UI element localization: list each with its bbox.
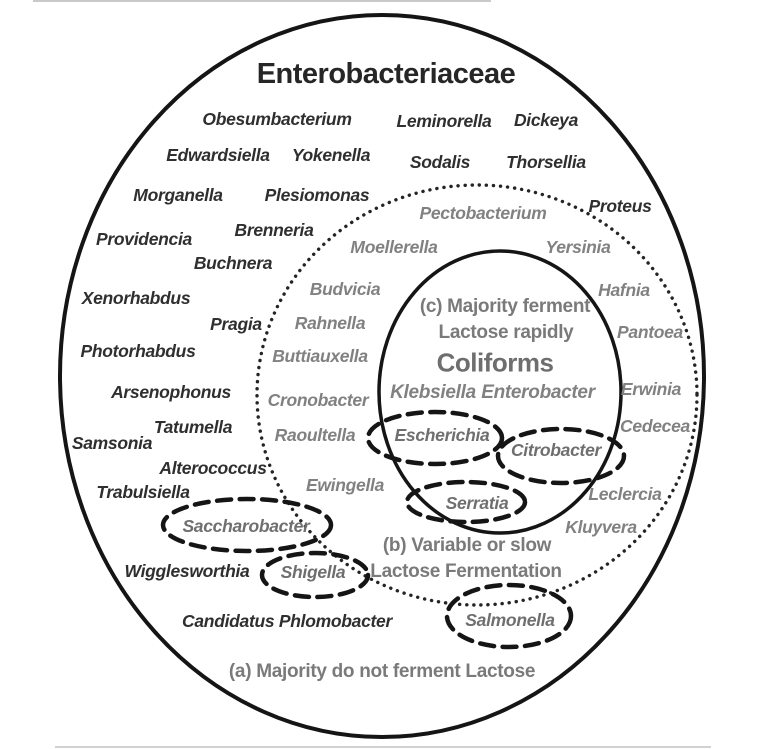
outer-family-ellipse [58,13,706,739]
zone-c-label-line2: Lactose rapidly [438,322,574,344]
scan-artifact-top [33,0,491,2]
genus-label-salmonella: Salmonella [465,609,555,630]
genus-label-cedecea: Cedecea [620,415,690,436]
genus-label-buttiauxella: Buttiauxella [272,345,368,366]
genus-label-pectobacterium: Pectobacterium [419,202,547,223]
genus-label-edwardsiella: Edwardsiella [166,144,270,165]
genus-label-rahnella: Rahnella [294,312,366,333]
coliforms-ellipse [377,249,623,535]
genus-label-wigglesworthia: Wigglesworthia [124,560,250,581]
genus-label-arsenophonus: Arsenophonus [111,381,231,402]
genus-label-citrobacter: Citrobacter [510,439,602,460]
genus-label-trabulsiella: Trabulsiella [96,481,190,502]
genus-label-hafnia: Hafnia [598,279,650,300]
genus-label-leclercia: Leclercia [588,483,662,504]
genus-label-sodalis: Sodalis [409,151,471,172]
genus-label-cronobacter: Cronobacter [267,389,369,410]
zone-b-label-line2: Lactose Fermentation [370,561,562,583]
genus-label-ewingella: Ewingella [305,474,385,495]
genus-label-serratia: Serratia [445,492,509,513]
genus-label-samsonia: Samsonia [71,432,153,453]
genus-label-brenneria: Brenneria [234,219,314,240]
genus-label-leminorella: Leminorella [396,110,492,131]
coliforms-heading: Coliforms [436,347,554,378]
genus-label-candidatus-phlomobacter: Candidatus Phlomobacter [182,610,392,631]
dashed-ellipse-shigella [259,550,371,600]
zone-b-label-line1: (b) Variable or slow [382,535,552,557]
zone-c-label-line1: (c) Majority ferment [419,296,591,318]
genus-label-enterobacter: Enterobacter [481,382,595,404]
genus-label-pantoea: Pantoea [617,321,683,342]
genus-label-saccharobacter: Saccharobacter [182,515,310,536]
genus-label-alterococcus: Alterococcus [159,457,267,478]
genus-label-kluyvera: Kluyvera [565,516,637,537]
variable-fermentation-dotted-ellipse [255,183,699,607]
genus-label-thorsellia: Thorsellia [506,151,586,172]
genus-label-moellerella: Moellerella [350,236,438,257]
dashed-ellipse-escherichia [365,409,505,467]
dashed-ellipse-serratia [404,479,528,525]
genus-label-providencia: Providencia [96,228,192,249]
zone-a-label: (a) Majority do not ferment Lactose [228,661,536,683]
genus-label-budvicia: Budvicia [309,278,381,299]
scan-artifact-bottom [55,746,711,748]
genus-label-raoultella: Raoultella [274,424,356,445]
genus-label-yokenella: Yokenella [291,144,371,165]
genus-label-proteus: Proteus [588,195,652,216]
genus-label-dickeya: Dickeya [513,109,579,130]
genus-label-yersinia: Yersinia [545,236,611,257]
genus-label-pragia: Pragia [210,313,262,334]
genus-label-erwinia: Erwinia [620,378,682,399]
dashed-ellipse-salmonella [444,582,574,650]
genus-label-obesumbacterium: Obesumbacterium [202,108,352,129]
genus-label-klebsiella: Klebsiella [390,382,476,404]
dashed-ellipse-citrobacter [495,426,627,486]
family-title: Enterobacteriaceae [256,57,516,90]
genus-label-buchnera: Buchnera [193,252,273,273]
genus-label-photorhabdus: Photorhabdus [80,340,196,361]
genus-label-xenorhabdus: Xenorhabdus [81,287,191,308]
genus-label-tatumella: Tatumella [153,416,233,437]
dashed-ellipse-saccharobacter [160,496,334,554]
genus-label-escherichia: Escherichia [394,424,490,445]
genus-label-morganella: Morganella [133,184,223,205]
genus-label-shigella: Shigella [280,561,346,582]
genus-label-plesiomonas: Plesiomonas [264,184,370,205]
